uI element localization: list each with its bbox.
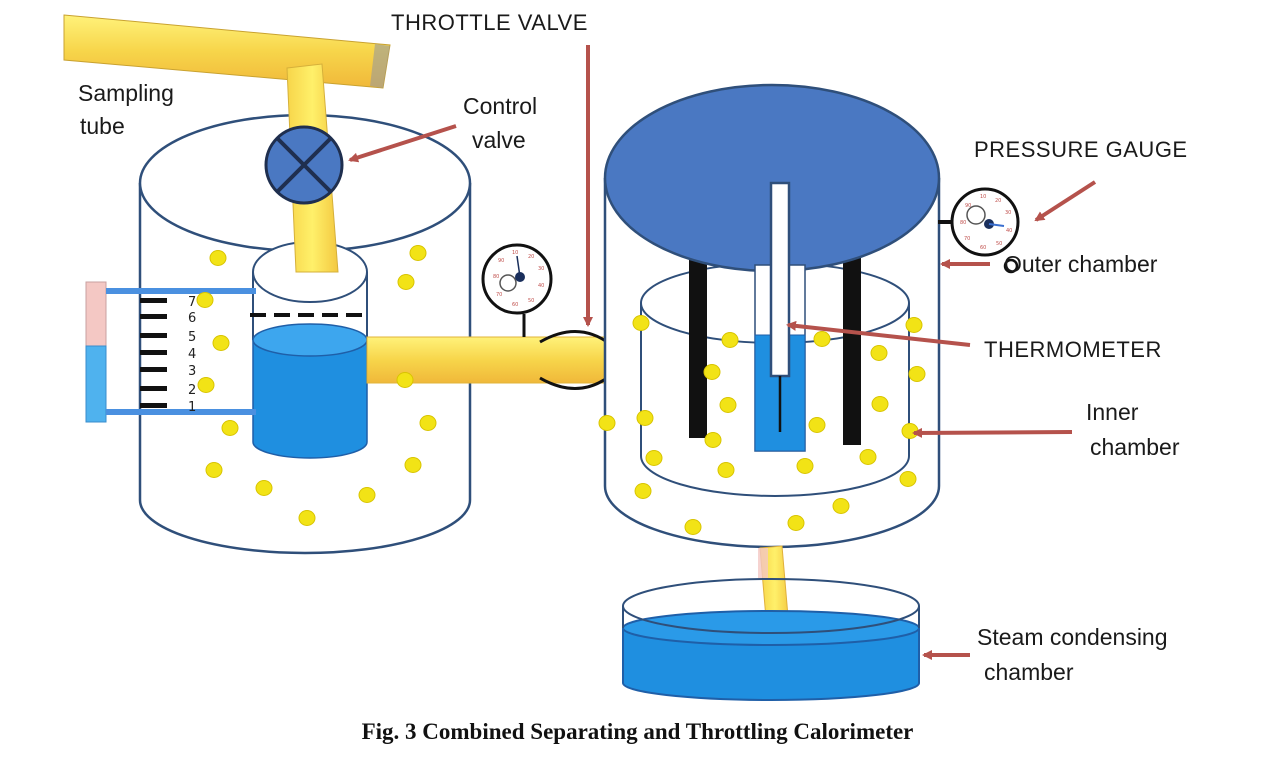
scale-tick <box>140 350 167 355</box>
label-sampling-tube-1: Sampling <box>78 80 174 106</box>
scale-mark-label: 4 <box>188 347 196 362</box>
steam-droplet <box>634 483 652 499</box>
label-control-valve-1: Control <box>463 93 537 119</box>
control-valve-icon[interactable] <box>264 125 344 205</box>
svg-text:70: 70 <box>964 236 970 242</box>
scale-mark-label: 5 <box>188 330 196 345</box>
steam-droplet <box>409 245 427 261</box>
scale-mark-label: 7 <box>188 295 196 310</box>
steam-droplet <box>197 377 215 393</box>
thermometer-arrow <box>786 320 971 347</box>
figure-caption: Fig. 3 Combined Separating and Throttlin… <box>361 719 914 744</box>
label-inner-chamber-1: Inner <box>1086 399 1139 425</box>
label-outer-chamber: Outer chamber <box>1004 251 1158 277</box>
steam-droplet <box>645 450 663 466</box>
steam-droplet <box>832 498 850 514</box>
svg-text:90: 90 <box>498 258 504 264</box>
svg-text:50: 50 <box>996 241 1002 247</box>
steam-droplet <box>298 510 316 526</box>
steam-droplet <box>205 462 223 478</box>
svg-text:40: 40 <box>1006 228 1012 234</box>
steam-droplet <box>212 335 230 351</box>
steam-droplet <box>719 397 737 413</box>
svg-text:60: 60 <box>980 245 986 251</box>
steam-condensing-chamber <box>622 578 920 701</box>
label-inner-chamber-2: chamber <box>1090 434 1180 460</box>
steam-droplet <box>598 415 616 431</box>
scale-mark-label: 1 <box>188 400 196 415</box>
sampling-tube <box>63 14 391 89</box>
control-valve-arrow <box>348 124 457 163</box>
pressure-gauge-arrow <box>1034 180 1097 222</box>
steam-droplets <box>196 245 926 535</box>
svg-text:30: 30 <box>538 266 544 272</box>
scale-tick <box>140 386 167 391</box>
steam-droplet <box>796 458 814 474</box>
scale-mark-label: 2 <box>188 383 196 398</box>
label-sampling-tube-2: tube <box>80 113 125 139</box>
svg-text:30: 30 <box>1005 210 1011 216</box>
scale-tick <box>140 298 167 303</box>
label-pressure-gauge: PRESSURE GAUGE <box>974 137 1188 162</box>
pressure-gauge-icon: 10 20 30 40 50 60 70 80 90 <box>938 187 1020 257</box>
scale-mark-label: 3 <box>188 364 196 379</box>
label-steam-condensing-2: chamber <box>984 659 1074 685</box>
steam-droplet <box>717 462 735 478</box>
steam-droplet <box>358 487 376 503</box>
svg-text:80: 80 <box>493 274 499 280</box>
steam-droplet <box>632 315 650 331</box>
pipe-pressure-gauge-icon: 10 20 30 40 50 60 70 80 90 <box>481 243 553 315</box>
scale-mark-label: 6 <box>188 311 196 326</box>
steam-droplet <box>787 515 805 531</box>
steam-droplet <box>684 519 702 535</box>
steam-droplet <box>196 292 214 308</box>
svg-text:10: 10 <box>980 194 986 200</box>
scale-ticks: 76 5 4 3 2 1 <box>140 295 196 415</box>
scale-tick <box>140 333 167 338</box>
svg-text:80: 80 <box>960 220 966 226</box>
label-steam-condensing-1: Steam condensing <box>977 624 1168 650</box>
label-thermometer: THERMOMETER <box>984 337 1162 362</box>
steam-droplet <box>396 372 414 388</box>
steam-droplet <box>209 250 227 266</box>
steam-droplet <box>255 480 273 496</box>
steam-droplet <box>404 457 422 473</box>
inner-chamber-arrow <box>912 427 1073 438</box>
scale-tick <box>140 367 167 372</box>
steam-droplet <box>859 449 877 465</box>
svg-text:60: 60 <box>512 302 518 308</box>
steam-droplet <box>808 417 826 433</box>
svg-text:10: 10 <box>512 250 518 256</box>
steam-droplet <box>908 366 926 382</box>
svg-text:50: 50 <box>528 298 534 304</box>
svg-text:70: 70 <box>496 292 502 298</box>
steam-droplet <box>813 331 831 347</box>
svg-text:40: 40 <box>538 283 544 289</box>
level-gauge: 76 5 4 3 2 1 <box>85 281 256 423</box>
steam-droplet <box>704 432 722 448</box>
thermometer-icon <box>769 181 791 432</box>
steam-droplet <box>870 345 888 361</box>
svg-text:90: 90 <box>965 203 971 209</box>
svg-text:20: 20 <box>528 254 534 260</box>
outer-chamber-marker <box>1003 258 1019 274</box>
svg-text:20: 20 <box>995 198 1001 204</box>
steam-droplet <box>721 332 739 348</box>
steam-droplet <box>419 415 437 431</box>
steam-droplet <box>703 364 721 380</box>
steam-droplet <box>397 274 415 290</box>
scale-tick <box>140 403 167 408</box>
steam-droplet <box>899 471 917 487</box>
steam-droplet <box>636 410 654 426</box>
steam-droplet <box>221 420 239 436</box>
scale-tick <box>140 314 167 319</box>
steam-droplet <box>871 396 889 412</box>
steam-droplet <box>905 317 923 333</box>
annotation-arrows <box>348 45 1097 660</box>
label-control-valve-2: valve <box>472 127 526 153</box>
label-throttle-valve: THROTTLE VALVE <box>391 10 588 35</box>
collected-water <box>252 323 368 459</box>
